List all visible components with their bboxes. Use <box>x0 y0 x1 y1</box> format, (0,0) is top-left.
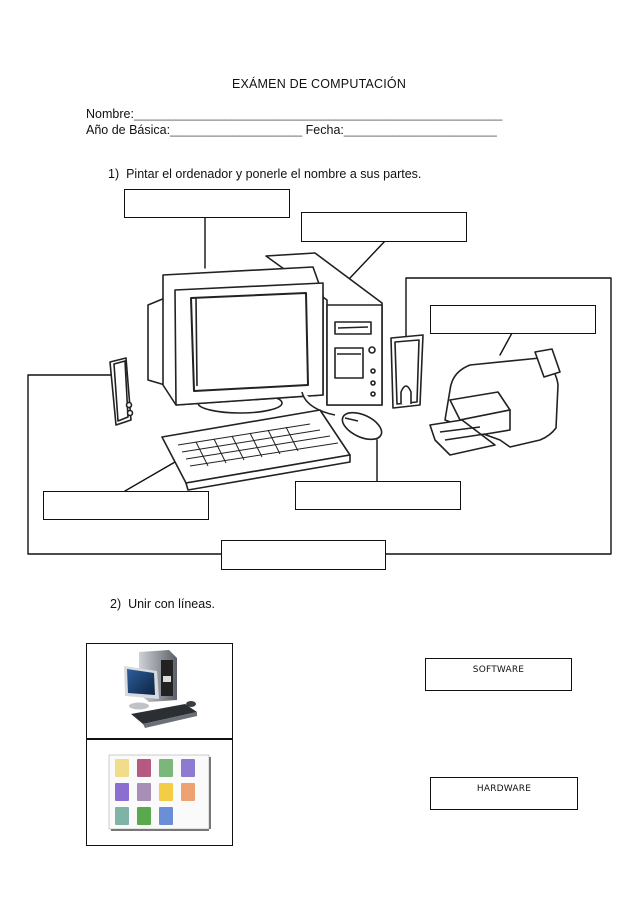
connector-speaker-right <box>384 277 612 555</box>
connector-cpu <box>349 240 386 279</box>
image-cell-computer <box>86 643 233 740</box>
option-hardware-label: HARDWARE <box>476 784 532 794</box>
date-blank[interactable]: ______________________ <box>343 123 497 137</box>
question-1-number: 1) <box>108 167 120 181</box>
option-software[interactable]: SOFTWARE <box>425 658 572 691</box>
question-1: 1) Pintar el ordenador y ponerle el nomb… <box>108 167 421 181</box>
answer-box-speakers[interactable] <box>221 540 386 570</box>
question-2-number: 2) <box>110 597 122 611</box>
question-2-text: Unir con líneas. <box>128 597 215 611</box>
office-icons-icon <box>108 754 211 831</box>
name-field[interactable]: Nombre:_________________________________… <box>86 107 502 121</box>
answer-box-mouse[interactable] <box>295 481 461 510</box>
answer-box-cpu[interactable] <box>301 212 467 242</box>
grade-blank[interactable]: ___________________ <box>170 123 303 137</box>
computer-photo-icon <box>124 650 197 728</box>
grade-date-row: Año de Básica:___________________ Fecha:… <box>86 123 497 137</box>
name-label: Nombre: <box>86 107 134 121</box>
option-software-label: SOFTWARE <box>472 665 525 675</box>
image-cell-software <box>86 738 233 846</box>
connector-printer <box>499 332 513 356</box>
date-label: Fecha: <box>305 123 344 137</box>
connector-speaker-left <box>27 374 222 555</box>
name-blank[interactable]: ________________________________________… <box>133 107 503 121</box>
pc-drawing <box>109 252 561 491</box>
answer-box-monitor[interactable] <box>124 189 290 218</box>
question-1-text: Pintar el ordenador y ponerle el nombre … <box>126 167 422 181</box>
answer-box-keyboard[interactable] <box>43 491 209 520</box>
connector-keyboard <box>124 461 176 492</box>
question-2: 2) Unir con líneas. <box>110 597 215 611</box>
option-hardware[interactable]: HARDWARE <box>430 777 578 810</box>
grade-label: Año de Básica: <box>86 123 171 137</box>
exam-title: EXÁMEN DE COMPUTACIÓN <box>231 77 407 91</box>
answer-box-printer[interactable] <box>430 305 596 334</box>
